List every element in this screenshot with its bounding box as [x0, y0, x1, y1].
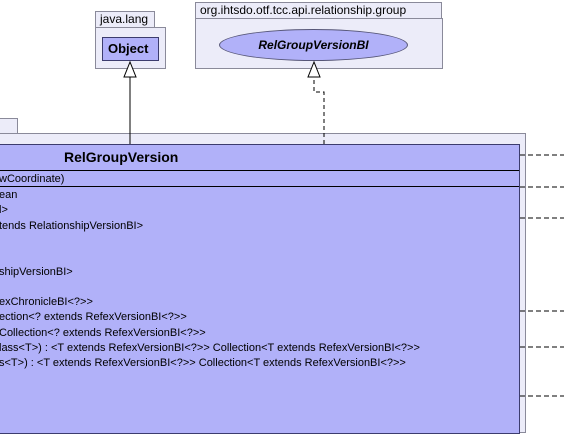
class-member-line: ection<? extends RefexVersionBI<?>> [0, 311, 187, 324]
constructor-divider [0, 186, 519, 187]
class-member-line: lass<T>) : <T extends RefexVersionBI<?>>… [0, 342, 420, 354]
class-rel-group-version[interactable]: RelGroupVersion wCoordinate) ean l> tends … [0, 144, 520, 434]
package-java-lang-tab: java.lang [95, 11, 155, 28]
class-member-line: exChronicleBI<?>> [0, 296, 93, 309]
class-member-line: Collection<? extends RefexVersionBI<?>> [0, 326, 206, 339]
class-member-line: ean [0, 189, 18, 201]
interface-rel-group-version-bi[interactable]: RelGroupVersionBI [219, 29, 408, 61]
package-java-lang-label: java.lang [100, 12, 149, 26]
generalization-arrowhead [123, 60, 137, 78]
realization-arrowhead [307, 60, 321, 78]
class-object-name: Object [108, 41, 149, 56]
class-rel-group-version-name: RelGroupVersion [64, 149, 179, 165]
package-relationship-group-label: org.ihtsdo.otf.tcc.api.relationship.grou… [200, 3, 407, 17]
constructor-line: wCoordinate) [0, 173, 65, 185]
class-member-line: s<T>) : <T extends RefexVersionBI<?>> Co… [0, 357, 406, 370]
class-member-line: tends RelationshipVersionBI> [0, 219, 144, 232]
connector-lines [123, 60, 564, 397]
class-header-divider [0, 170, 519, 171]
class-member-line: shipVersionBI> [0, 265, 73, 278]
interface-rel-group-version-bi-name: RelGroupVersionBI [258, 38, 369, 52]
class-member-line: l> [0, 204, 8, 217]
realization-line [313, 77, 325, 144]
class-object[interactable]: Object [102, 37, 159, 61]
